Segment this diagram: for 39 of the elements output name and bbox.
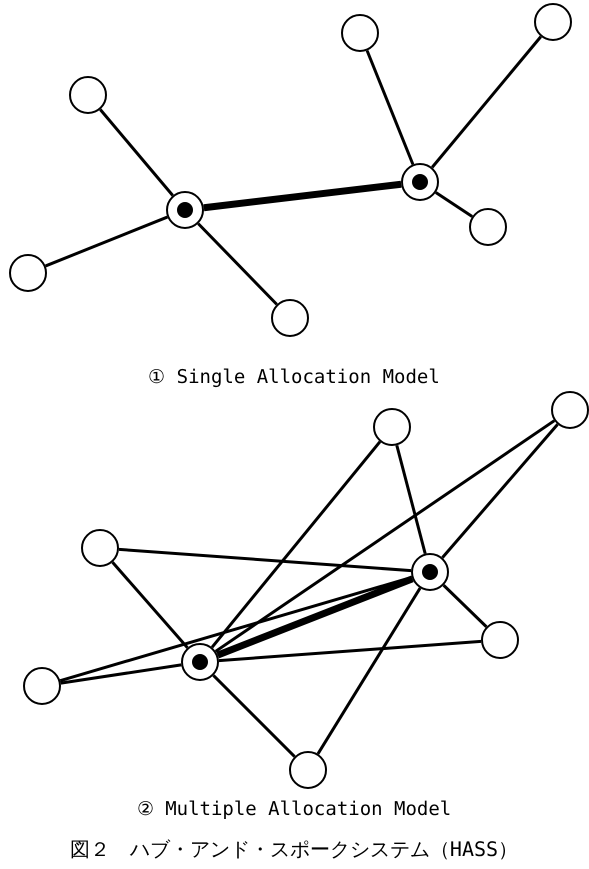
connector-line — [441, 423, 559, 559]
hub-node — [401, 163, 439, 201]
spoke-node — [373, 408, 411, 446]
spoke-node — [534, 3, 572, 41]
hub-node — [166, 191, 204, 229]
connector-line — [60, 663, 182, 685]
spoke-node — [81, 529, 119, 567]
connector-line — [60, 576, 412, 682]
connector-line — [218, 640, 482, 662]
spoke-node — [341, 14, 379, 52]
figure-caption: 図２ ハブ・アンド・スポークシステム（HASS） — [70, 836, 518, 863]
connector-line — [111, 561, 189, 649]
connector-line — [45, 216, 168, 268]
spoke-node — [481, 621, 519, 659]
spoke-node — [69, 76, 107, 114]
connector-line — [366, 50, 414, 165]
connector-line — [216, 576, 414, 658]
connector-line — [214, 419, 556, 653]
connector-line — [118, 548, 412, 572]
spoke-node — [23, 667, 61, 705]
connector-line — [431, 36, 542, 168]
connector-line — [197, 222, 278, 306]
connector-line — [442, 584, 488, 628]
connector-line — [203, 180, 402, 212]
hub-node — [411, 553, 449, 591]
connector-line — [316, 587, 422, 755]
connector-line — [395, 445, 427, 554]
spoke-node — [289, 751, 327, 789]
connector-line — [212, 674, 296, 758]
hub-node — [181, 643, 219, 681]
spoke-node — [9, 254, 47, 292]
spoke-node — [271, 299, 309, 337]
spoke-node — [469, 208, 507, 246]
connector-line — [435, 191, 473, 218]
connector-line — [99, 108, 174, 196]
connector-line — [210, 440, 382, 648]
spoke-node — [551, 391, 589, 429]
panel-label: ② Multiple Allocation Model — [136, 797, 452, 820]
panel-label: ① Single Allocation Model — [148, 365, 440, 388]
